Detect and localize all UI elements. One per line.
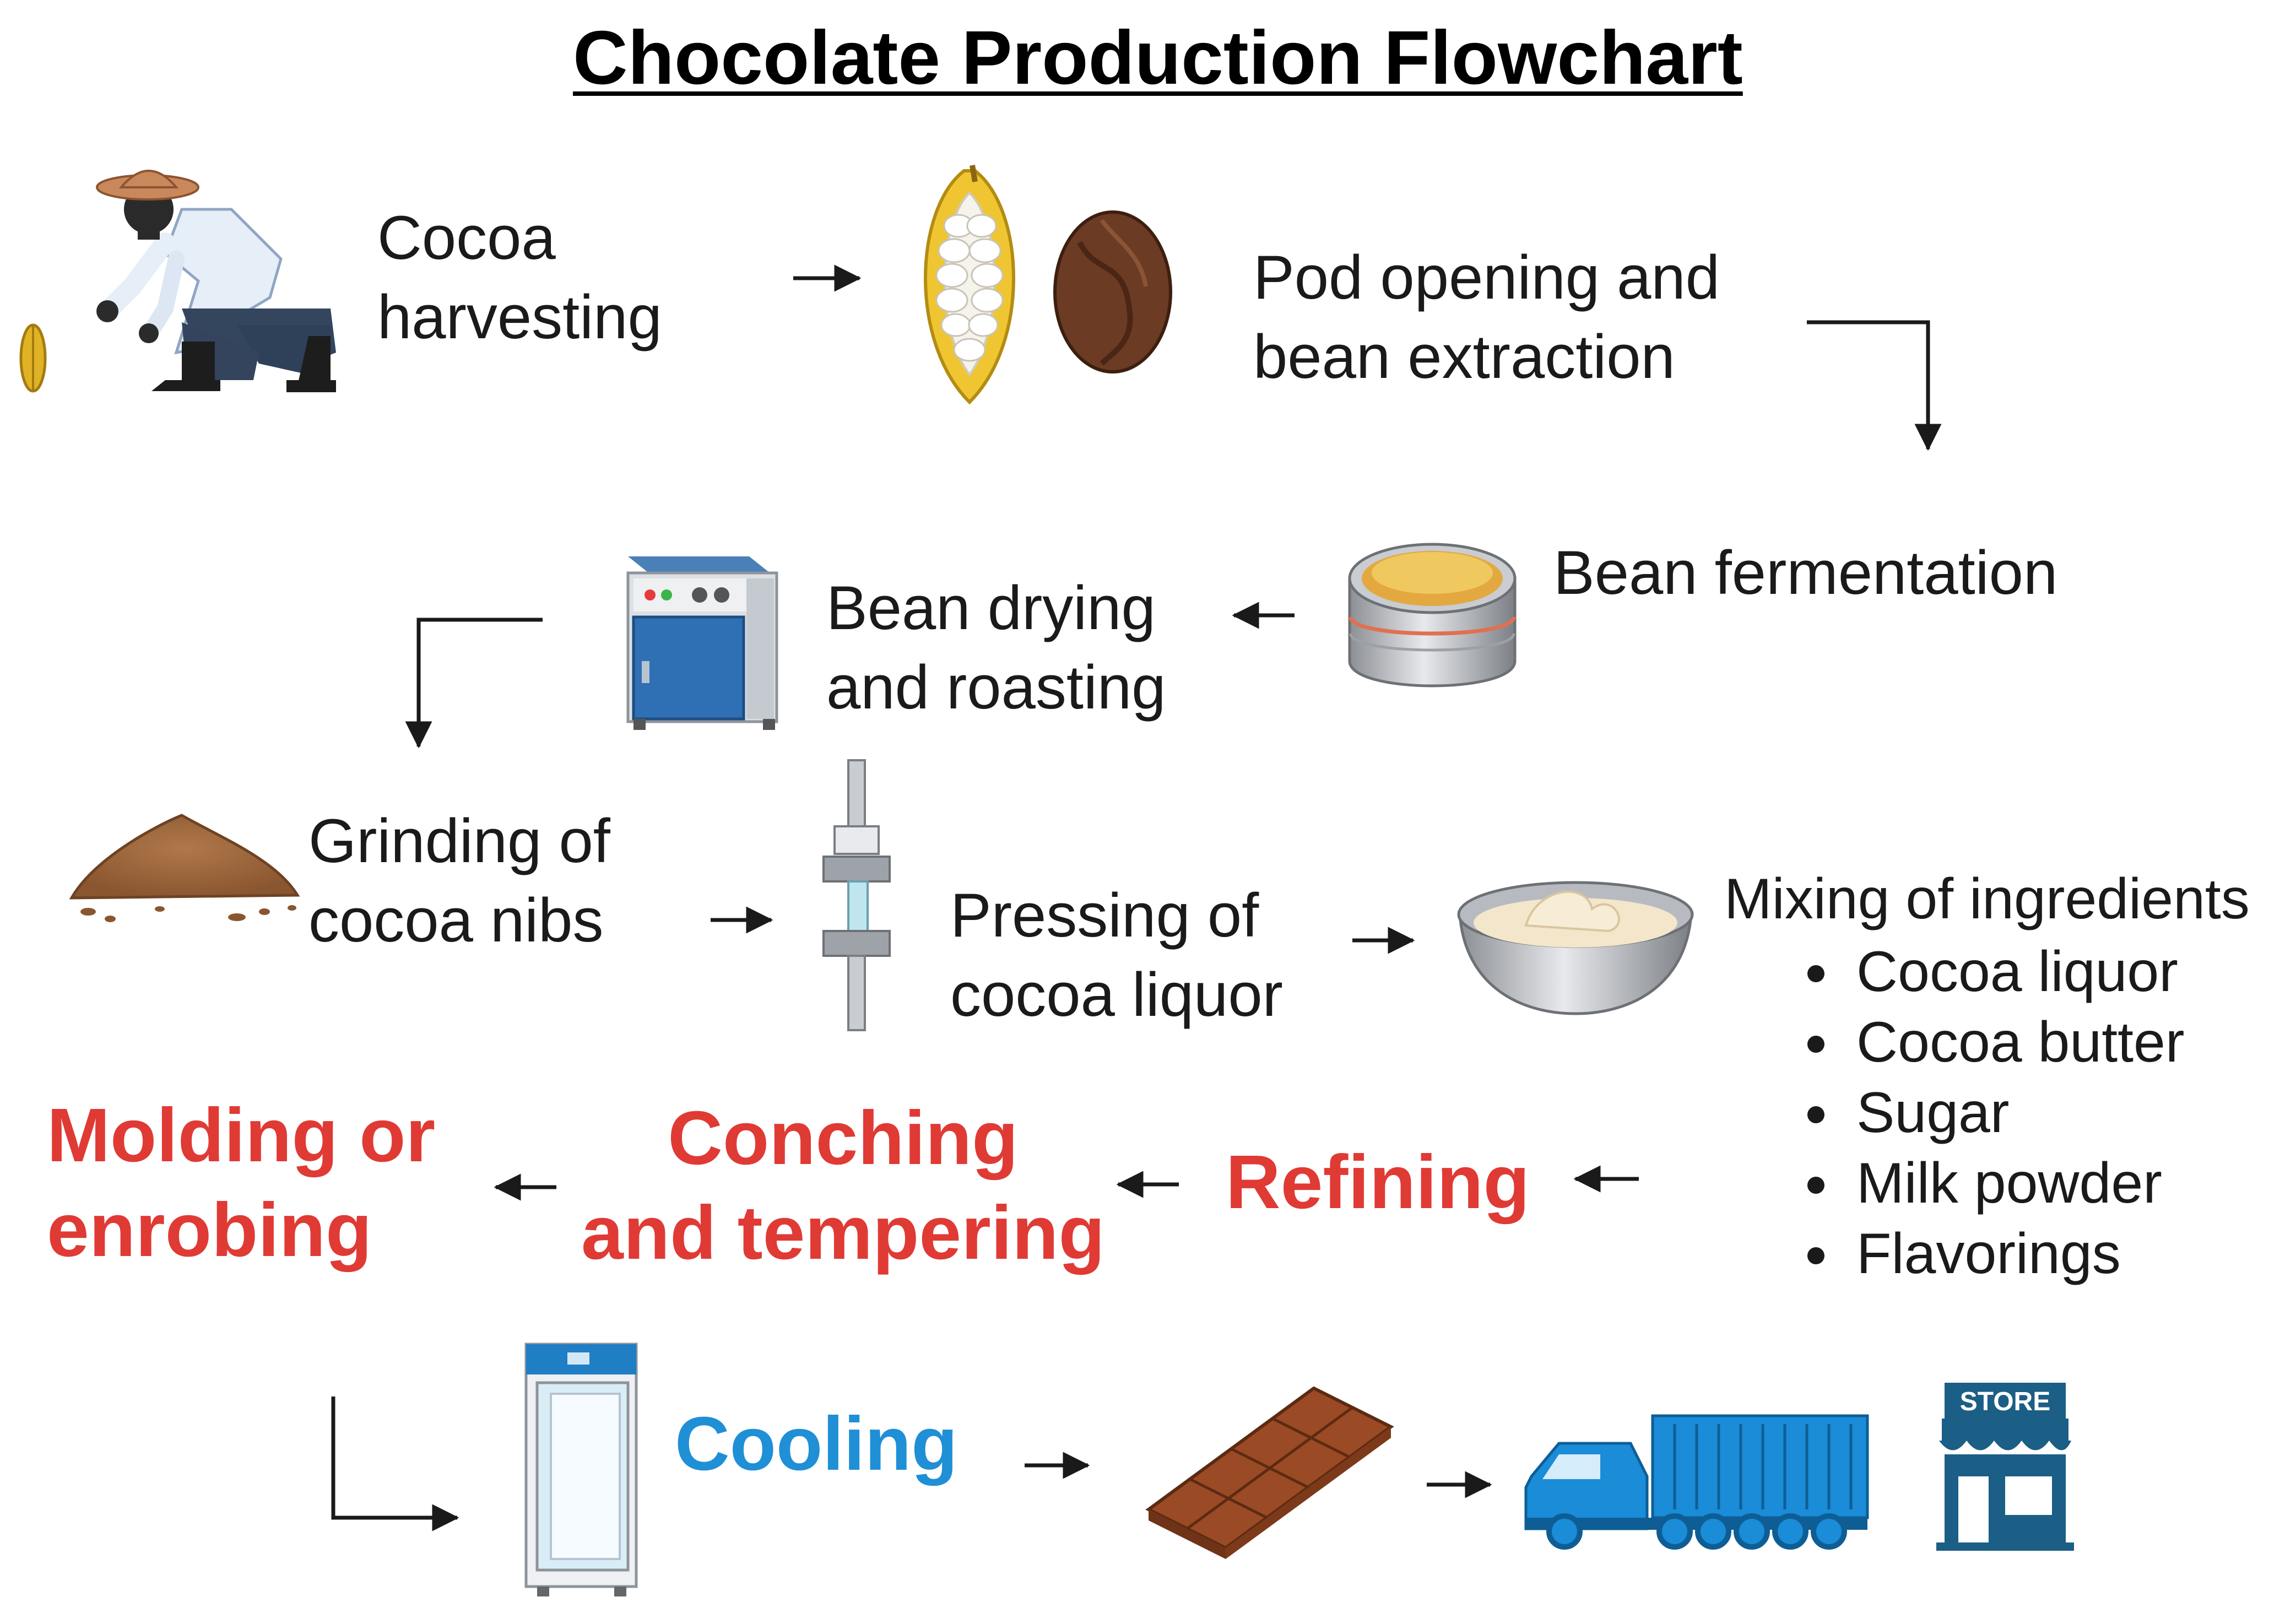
step-pressing: Pressing of cocoa liquor	[950, 881, 1283, 1029]
step-bean-fermentation: Bean fermentation	[1553, 538, 2058, 607]
arrow	[331, 1397, 459, 1531]
mixing-bowl-icon	[1457, 881, 1694, 1015]
store-icon: STORE	[1936, 1383, 2074, 1551]
step-cooling: Cooling	[675, 1401, 958, 1486]
ingredients-list: Cocoa liquor Cocoa butter Sugar Milk pow…	[1719, 937, 2184, 1289]
chocolate-bar-icon	[1145, 1386, 1394, 1559]
page-title: Chocolate Production Flowchart	[573, 15, 1743, 100]
step-grinding: Grinding of cocoa nibs	[308, 806, 610, 955]
ingredient-item: Milk powder	[1845, 1148, 2184, 1219]
ingredient-item: Sugar	[1845, 1078, 2184, 1148]
oven-icon	[626, 556, 778, 730]
cocoa-pod-open-icon	[924, 165, 1015, 405]
ingredient-item: Flavorings	[1845, 1219, 2184, 1289]
arrow	[405, 618, 543, 749]
step-pod-opening: Pod opening and bean extraction	[1253, 243, 1720, 391]
step-refining: Refining	[1226, 1140, 1530, 1225]
store-sign-label: STORE	[1960, 1387, 2050, 1416]
cocoa-bean-icon	[1053, 210, 1172, 374]
cocoa-powder-pile-icon	[69, 814, 300, 922]
delivery-truck-icon	[1524, 1414, 1869, 1550]
step-molding: Molding or enrobing	[47, 1093, 436, 1273]
ingredient-item: Cocoa liquor	[1845, 937, 2184, 1007]
step-conching: Conching and tempering	[581, 1096, 1105, 1275]
press-icon	[822, 759, 891, 1031]
arrow	[1807, 320, 1942, 451]
step-cocoa-harvesting: Cocoa harvesting	[377, 203, 662, 351]
fermentation-tin-icon	[1348, 543, 1517, 688]
step-bean-drying: Bean drying and roasting	[826, 573, 1166, 722]
ingredient-item: Cocoa butter	[1845, 1007, 2184, 1078]
refrigerator-icon	[524, 1343, 638, 1596]
farmer-icon	[19, 170, 336, 393]
step-mixing: Mixing of ingredients	[1724, 867, 2250, 931]
